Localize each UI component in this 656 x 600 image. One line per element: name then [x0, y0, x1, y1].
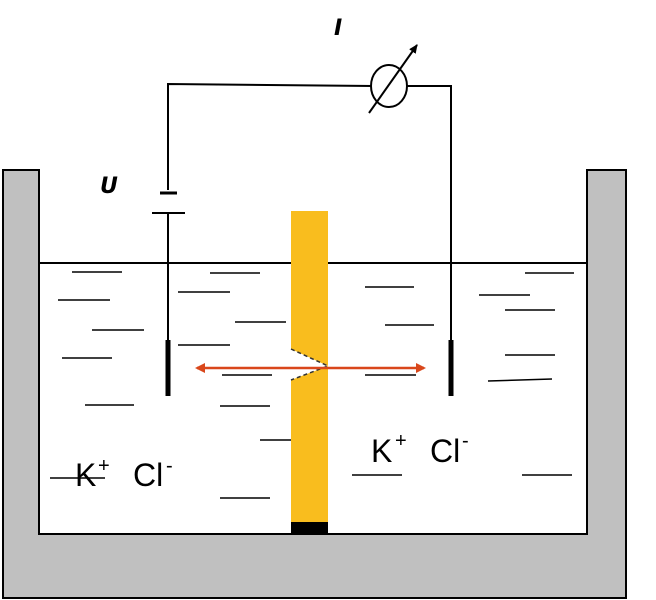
ammeter-arrow: [368, 44, 418, 114]
voltage-label: U: [100, 174, 118, 199]
circuit-wire: [167, 82, 374, 190]
ion-cation-charge-right: +: [395, 430, 407, 452]
circuit-wire-right: [407, 85, 452, 395]
current-label: I: [334, 16, 342, 41]
ion-anion-left: Cl: [133, 457, 163, 493]
ion-anion-right: Cl: [430, 433, 460, 469]
ion-cation-left: K: [75, 457, 96, 493]
ion-anion-charge-left: -: [166, 455, 173, 477]
membrane-base: [291, 522, 328, 534]
ion-anion-charge-right: -: [462, 430, 469, 452]
ion-cation-right: K: [371, 433, 392, 469]
liquid-dashes: [50, 271, 574, 499]
vessel: [2, 169, 627, 599]
ion-cation-charge-left: +: [98, 455, 110, 477]
